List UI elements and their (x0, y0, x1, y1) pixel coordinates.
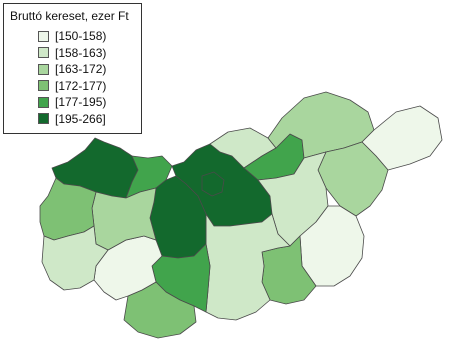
legend-swatch (38, 80, 49, 92)
county-zala[interactable]: Zala (41, 225, 109, 291)
legend-item: [163-172) (10, 61, 135, 78)
legend-swatch (38, 63, 49, 75)
legend-swatch (38, 47, 49, 59)
legend-swatch (38, 113, 49, 125)
legend-label: [172-177) (55, 78, 107, 93)
legend-item: [195-266] (10, 111, 135, 128)
legend-swatch (38, 30, 49, 42)
legend-item: [172-177) (10, 78, 135, 95)
legend-swatch (38, 96, 49, 108)
legend-label: [158-163) (55, 45, 107, 60)
legend-label: [195-266] (55, 111, 106, 126)
legend-item: [150-158) (10, 28, 135, 45)
county-budapest[interactable]: Budapest (201, 171, 225, 197)
map-legend: Bruttó kereset, ezer Ft [150-158) [158-1… (3, 3, 142, 134)
legend-label: [150-158) (55, 29, 107, 44)
legend-title: Bruttó kereset, ezer Ft (10, 9, 129, 23)
legend-item: [177-195) (10, 94, 135, 111)
legend-label: [177-195) (55, 95, 107, 110)
legend-item: [158-163) (10, 45, 135, 62)
legend-list: [150-158) [158-163) [163-172) [172-177) … (10, 28, 135, 127)
legend-label: [163-172) (55, 62, 107, 77)
